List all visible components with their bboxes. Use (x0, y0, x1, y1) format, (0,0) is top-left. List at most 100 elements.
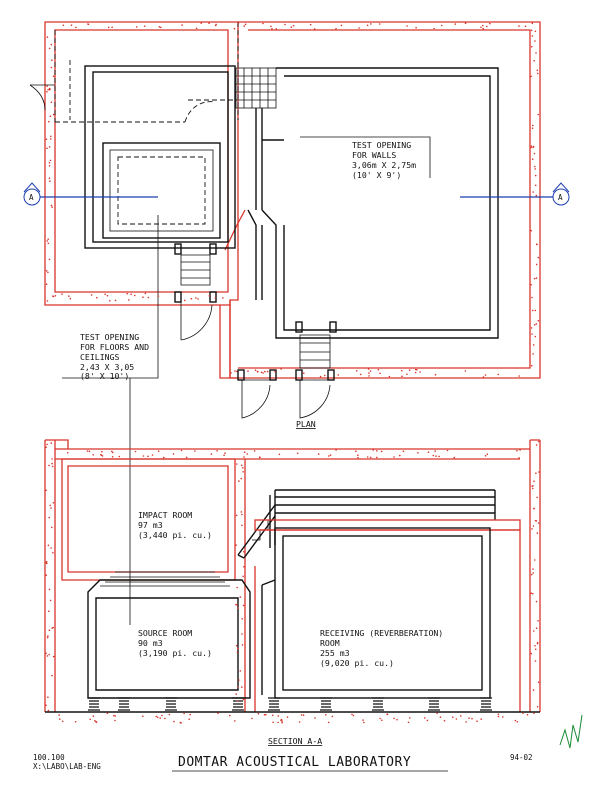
wall-speckle (534, 165, 536, 168)
wall-speckle (239, 596, 242, 598)
wall-speckle (242, 467, 244, 469)
wall-speckle (230, 372, 232, 374)
wall-speckle (401, 369, 403, 372)
wall-speckle (356, 370, 358, 372)
wall-speckle (235, 514, 238, 517)
wall-speckle (355, 450, 357, 453)
wall-speckle (48, 464, 50, 467)
wall-speckle (126, 292, 128, 295)
wall-speckle (516, 449, 518, 452)
spring-isolator (118, 697, 130, 711)
wall-speckle (241, 513, 243, 516)
wall-speckle (258, 456, 261, 459)
wall-speckle (45, 704, 47, 706)
wall-speckle (200, 22, 202, 24)
wall-speckle (534, 559, 536, 561)
wall-speckle (363, 721, 365, 724)
wall-speckle (49, 159, 52, 162)
wall-speckle (50, 135, 52, 138)
wall-speckle (427, 451, 430, 454)
wall-speckle (194, 450, 196, 452)
wall-speckle (518, 375, 520, 377)
wall-speckle (47, 88, 49, 91)
wall-speckle (236, 604, 238, 607)
wall-speckle (537, 681, 540, 683)
wall-speckle (535, 323, 538, 325)
wall-speckle (118, 455, 121, 458)
wall-speckle (328, 455, 330, 457)
wall-speckle (50, 66, 53, 69)
wall-speckle (92, 715, 95, 717)
wall-speckle (497, 713, 500, 715)
wall-speckle (144, 292, 147, 295)
wall-speckle (195, 27, 198, 30)
wall-speckle (243, 566, 245, 568)
wall-speckle (142, 715, 144, 718)
svg-text:TEST OPENING: TEST OPENING (352, 140, 411, 150)
svg-text:(8' X 10'): (8' X 10') (80, 371, 129, 381)
wall-speckle (464, 22, 467, 25)
section-outer-wall (44, 439, 541, 712)
wall-speckle (48, 120, 50, 123)
wall-speckle (537, 113, 539, 116)
wall-speckle (313, 28, 316, 30)
wall-speckle (59, 718, 61, 720)
wall-speckle (197, 298, 199, 300)
svg-text:IMPACT ROOM: IMPACT ROOM (138, 510, 192, 520)
wall-speckle (134, 450, 137, 453)
wall-speckle (101, 450, 103, 453)
wall-speckle (235, 644, 238, 647)
wall-speckle (266, 370, 269, 373)
wall-speckle (189, 713, 191, 716)
wall-speckle (284, 23, 286, 26)
wall-speckle (243, 456, 245, 458)
wall-speckle (367, 368, 370, 370)
wall-speckle (534, 645, 536, 647)
svg-text:TEST OPENING: TEST OPENING (80, 332, 139, 342)
wall-speckle (325, 714, 327, 716)
wall-speckle (46, 240, 48, 242)
wall-speckle (52, 113, 55, 116)
wall-speckle (516, 721, 519, 723)
wall-speckles (45, 22, 540, 724)
wall-speckle (277, 715, 280, 717)
wall-speckle (533, 630, 535, 632)
wall-speckle (100, 454, 103, 456)
wall-speckle (236, 586, 238, 589)
drawing-title: DOMTAR ACOUSTICAL LABORATORY (178, 755, 411, 770)
section-railing (254, 489, 521, 531)
wall-speckle (181, 24, 183, 26)
wall-speckle (215, 23, 217, 26)
wall-speckle (106, 294, 109, 297)
wall-speckle (262, 22, 264, 25)
wall-speckle (280, 368, 282, 370)
wall-speckle (393, 456, 395, 458)
wall-speckle (51, 465, 54, 468)
wall-speckle (408, 369, 411, 371)
wall-speckle (519, 449, 521, 451)
wall-speckle (130, 293, 132, 296)
wall-speckle (237, 647, 239, 650)
signature-mark (559, 714, 583, 749)
section-marker-left-text: A (29, 193, 34, 202)
wall-speckle (46, 300, 49, 302)
wall-speckle (239, 670, 242, 672)
wall-speckle (270, 25, 272, 28)
wall-speckle (208, 295, 211, 297)
svg-text:RECEIVING (REVERBERATION): RECEIVING (REVERBERATION) (320, 628, 443, 638)
wall-speckle (222, 297, 224, 299)
wall-speckle (52, 626, 54, 629)
wall-speckle (535, 52, 537, 54)
wall-speckle (147, 455, 149, 458)
wall-speckle (536, 496, 538, 499)
wall-speckle (370, 23, 372, 25)
wall-speckle (237, 686, 239, 688)
wall-speckle (414, 371, 417, 374)
wall-speckle (454, 23, 457, 25)
wall-speckle (419, 371, 421, 373)
wall-speckle (455, 718, 458, 720)
wall-speckle (262, 372, 264, 374)
spring-isolator (480, 697, 492, 711)
wall-speckle (51, 458, 53, 460)
wall-speckle (277, 721, 279, 724)
